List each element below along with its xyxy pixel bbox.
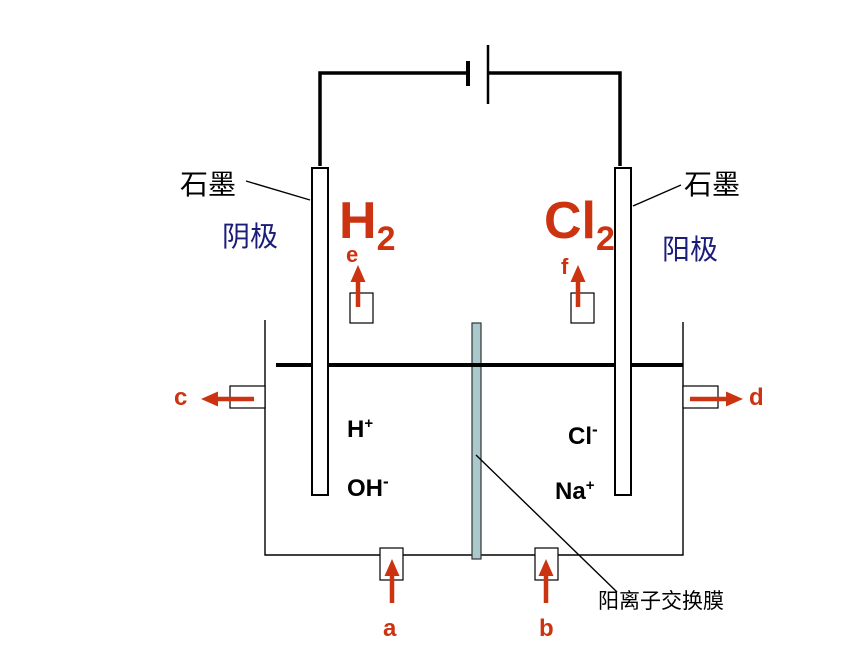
arrow-f: [570, 265, 586, 307]
membrane-leader: [475, 454, 618, 593]
arrow-left-icon: [201, 391, 218, 407]
ion-symbol: Cl: [568, 423, 592, 450]
arrow-up-icon: [350, 265, 366, 282]
ion-symbol: OH: [347, 475, 383, 502]
arrow-up-icon: [538, 559, 554, 576]
ion-cl-minus: Cl-: [568, 420, 598, 450]
arrow-up-icon: [570, 265, 586, 282]
cation-exchange-membrane: [471, 322, 482, 560]
ion-symbol: H: [347, 416, 364, 443]
right-wire: [488, 71, 622, 166]
ion-charge: -: [383, 472, 389, 491]
arrow-b: [538, 559, 554, 603]
circuit: [318, 45, 622, 166]
port-label-e: e: [346, 242, 358, 267]
gas-symbol: H: [339, 192, 377, 250]
ion-symbol: Na: [555, 478, 586, 505]
outlet-e-tube: [349, 292, 374, 324]
ion-charge: -: [592, 420, 598, 439]
ion-oh-minus: OH-: [347, 472, 389, 502]
left-electrode-material-label: 石墨: [180, 168, 236, 201]
right-electrode-material-label: 石墨: [684, 168, 740, 201]
cathode-gas-formula: H2: [339, 192, 395, 258]
right-electrode-leader: [632, 184, 682, 207]
ion-charge: +: [586, 477, 595, 494]
cathode-label: 阴极: [222, 220, 278, 253]
ion-na-plus: Na+: [555, 477, 595, 505]
gas-subscript: 2: [377, 220, 396, 258]
port-label-a: a: [383, 615, 397, 642]
port-label-f: f: [561, 254, 569, 279]
membrane-label: 阳离子交换膜: [598, 589, 724, 613]
arrow-c: [201, 391, 254, 407]
gas-symbol: Cl: [544, 192, 596, 250]
outlet-f-tube: [570, 292, 595, 324]
port-label-c: c: [174, 384, 187, 411]
arrow-right-icon: [726, 391, 743, 407]
right-graphite-electrode: [614, 167, 632, 496]
arrow-d: [690, 391, 743, 407]
arrow-up-icon: [384, 559, 400, 576]
arrow-a: [384, 559, 400, 603]
left-wire: [318, 71, 468, 166]
left-graphite-electrode: [311, 167, 329, 496]
anode-gas-formula: Cl2: [544, 192, 615, 258]
anode-label: 阳极: [662, 233, 718, 266]
port-label-b: b: [539, 615, 554, 642]
left-electrode-leader: [245, 180, 311, 201]
arrow-e: [350, 265, 366, 307]
ion-h-plus: H+: [347, 415, 373, 443]
ion-charge: +: [364, 415, 373, 432]
gas-subscript: 2: [596, 220, 615, 258]
port-label-d: d: [749, 384, 764, 411]
